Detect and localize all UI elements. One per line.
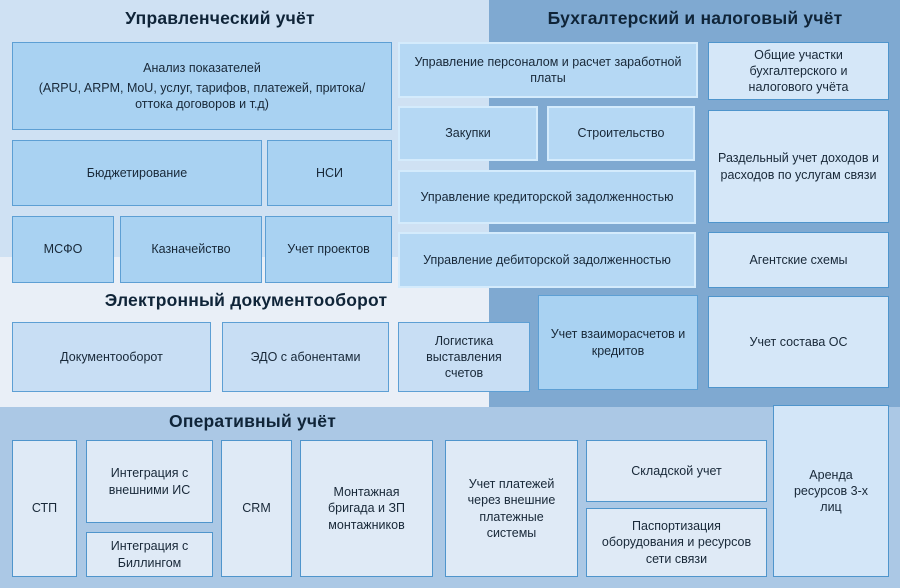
box-crm-label: CRM [242, 501, 271, 516]
box-fixed-assets-label: Учет состава ОС [749, 334, 848, 349]
box-creditors: Управление кредиторской задолженностью [398, 170, 696, 224]
box-analysis-detail: (ARPU, ARPM, MoU, услуг, тарифов, платеж… [38, 80, 366, 112]
box-agent-schemes-label: Агентские схемы [749, 252, 848, 267]
box-logistics-label: Логистика выставления счетов [426, 333, 502, 381]
box-analysis-title: Анализ показателей [143, 60, 261, 75]
box-third-party-rent-label: Аренда ресурсов 3-х лиц [793, 467, 869, 515]
section-title-management: Управленческий учёт [125, 8, 315, 28]
box-mutual-settlements-label: Учет взаиморасчетов и кредитов [550, 327, 686, 358]
box-third-party-rent: Аренда ресурсов 3-х лиц [773, 405, 889, 577]
box-separate-accounting: Раздельный учет доходов и расходов по ус… [708, 110, 889, 223]
box-separate-accounting-label: Раздельный учет доходов и расходов по ус… [718, 151, 879, 182]
box-purchases-label: Закупки [445, 126, 491, 141]
box-stp-label: СТП [31, 501, 58, 516]
box-integration-external-is: Интеграция с внешними ИС [86, 440, 213, 523]
box-docflow-label: Документооборот [60, 349, 163, 364]
section-title-accounting: Бухгалтерский и налоговый учёт [547, 8, 843, 28]
section-title-edo: Электронный документооборот [104, 290, 388, 310]
box-edo-subscribers-label: ЭДО с абонентами [250, 349, 361, 364]
box-common-areas: Общие участки бухгалтерского и налоговог… [708, 42, 889, 100]
box-external-payments: Учет платежей через внешние платежные си… [445, 440, 578, 577]
box-hr-payroll-label: Управление персоналом и расчет заработно… [414, 54, 682, 85]
box-installation-brigade-label: Монтажная бригада и ЗП монтажников [327, 485, 406, 532]
box-nsi: НСИ [267, 140, 392, 206]
box-docflow: Документооборот [12, 322, 211, 392]
box-msfo: МСФО [12, 216, 114, 283]
box-external-payments-label: Учет платежей через внешние платежные си… [467, 477, 556, 540]
box-fixed-assets: Учет состава ОС [708, 296, 889, 388]
box-equipment-passport: Паспортизация оборудования и ресурсов се… [586, 508, 767, 577]
box-integration-external-is-label: Интеграция с внешними ИС [108, 466, 191, 497]
box-warehouse: Складской учет [586, 440, 767, 502]
box-integration-billing: Интеграция с Биллингом [86, 532, 213, 577]
box-debtors-label: Управление дебиторской задолженностью [423, 252, 671, 267]
box-warehouse-label: Складской учет [631, 463, 722, 478]
box-equipment-passport-label: Паспортизация оборудования и ресурсов се… [601, 519, 752, 566]
box-mutual-settlements: Учет взаиморасчетов и кредитов [538, 295, 698, 390]
box-stp: СТП [12, 440, 77, 577]
box-analysis: Анализ показателей (ARPU, ARPM, MoU, усл… [12, 42, 392, 130]
box-debtors: Управление дебиторской задолженностью [398, 232, 696, 288]
section-title-operational: Оперативный учёт [169, 411, 336, 431]
box-common-areas-label: Общие участки бухгалтерского и налоговог… [748, 47, 849, 95]
box-treasury-label: Казначейство [151, 242, 231, 257]
box-construction-label: Строительство [577, 126, 665, 141]
box-installation-brigade: Монтажная бригада и ЗП монтажников [300, 440, 433, 577]
box-budget-label: Бюджетирование [86, 165, 188, 180]
box-projects: Учет проектов [265, 216, 392, 283]
box-construction: Строительство [547, 106, 695, 161]
box-treasury: Казначейство [120, 216, 262, 283]
box-projects-label: Учет проектов [287, 242, 370, 257]
box-hr-payroll: Управление персоналом и расчет заработно… [398, 42, 698, 98]
box-agent-schemes: Агентские схемы [708, 232, 889, 288]
box-msfo-label: МСФО [43, 242, 83, 257]
box-integration-billing-label: Интеграция с Биллингом [110, 539, 189, 570]
box-nsi-label: НСИ [315, 165, 344, 180]
box-logistics: Логистика выставления счетов [398, 322, 530, 392]
box-crm: CRM [221, 440, 292, 577]
box-edo-subscribers: ЭДО с абонентами [222, 322, 389, 392]
box-creditors-label: Управление кредиторской задолженностью [420, 189, 674, 204]
box-budget: Бюджетирование [12, 140, 262, 206]
box-purchases: Закупки [398, 106, 538, 161]
